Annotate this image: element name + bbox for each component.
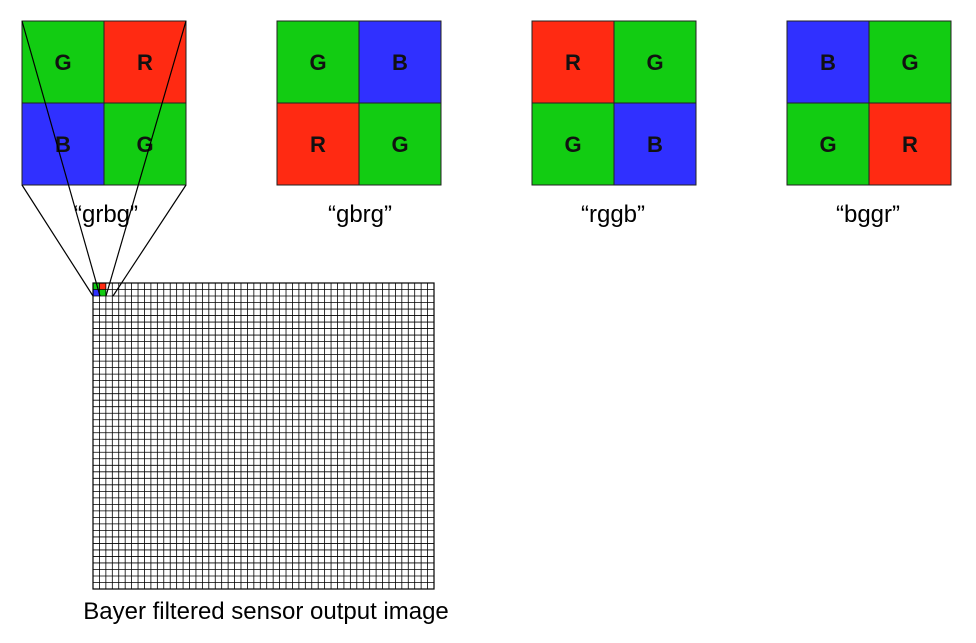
pattern-grbg-letter-3: G [136,132,153,157]
sensor-caption: Bayer filtered sensor output image [83,598,449,625]
pattern-gbrg-letter-2: R [310,132,326,157]
pattern-rggb-cell-0 [531,20,615,104]
pattern-gbrg: G B R G “gbrg” [276,20,442,228]
zoom-line-outer-left [21,184,94,297]
zoom-lines [21,20,187,297]
pattern-rggb-letter-3: B [647,132,663,157]
pattern-rggb-letter-2: G [564,132,581,157]
sensor-highlight-cell-1 [99,283,106,290]
pattern-bggr-letter-1: G [901,50,918,75]
pattern-bggr-label: “bggr” [836,201,900,228]
pattern-gbrg-cell-0 [276,20,360,104]
pattern-bggr-cell-0 [786,20,870,104]
pattern-gbrg-letter-0: G [309,50,326,75]
pattern-bggr-cell-1 [868,20,952,104]
pattern-gbrg-cell-1 [358,20,442,104]
pattern-bggr-cell-2 [786,102,870,186]
pattern-grbg-cell-1 [103,20,187,104]
pattern-gbrg-letter-1: B [392,50,408,75]
pattern-bggr-letter-3: R [902,132,918,157]
pattern-rggb: R G G B “rggb” [531,20,697,228]
sensor-grid [92,282,435,590]
pattern-bggr: B G G R “bggr” [786,20,952,228]
zoom-line-inner-left [21,20,101,297]
pattern-gbrg-cell-2 [276,102,360,186]
pattern-rggb-cell-2 [531,102,615,186]
sensor-highlight-cell-0 [93,283,100,290]
sensor-highlight-cell-3 [99,289,106,296]
pattern-gbrg-letter-3: G [391,132,408,157]
pattern-grbg-letter-0: G [54,50,71,75]
zoom-line-outer-right [112,184,187,297]
pattern-grbg-label: “grbg” [74,201,138,228]
pattern-rggb-letter-0: R [565,50,581,75]
sensor-grid-lines [93,283,434,589]
zoom-line-inner-right [105,20,187,297]
sensor-border [92,282,435,590]
pattern-rggb-label: “rggb” [581,201,645,228]
pattern-grbg-cell-3 [103,102,187,186]
pattern-rggb-letter-1: G [646,50,663,75]
pattern-grbg-letter-1: R [137,50,153,75]
pattern-bggr-letter-2: G [819,132,836,157]
pattern-gbrg-label: “gbrg” [328,201,392,228]
sensor-highlight-cell-2 [93,289,100,296]
pattern-bggr-cell-3 [868,102,952,186]
pattern-grbg-cell-2 [21,102,105,186]
pattern-grbg-cell-0 [21,20,105,104]
pattern-grbg: G R B G “grbg” [21,20,187,228]
pattern-bggr-letter-0: B [820,50,836,75]
pattern-gbrg-cell-3 [358,102,442,186]
pattern-rggb-cell-3 [613,102,697,186]
